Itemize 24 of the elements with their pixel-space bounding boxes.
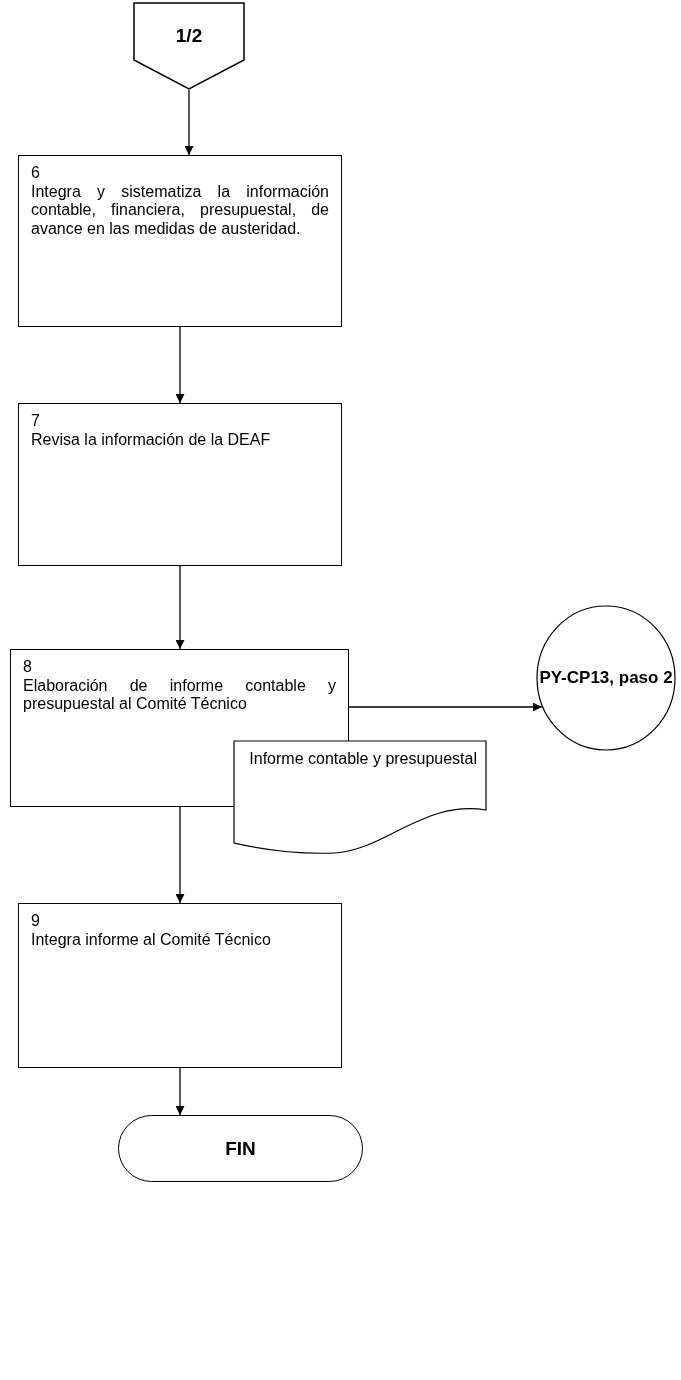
step-text: Revisa la información de la DEAF bbox=[31, 430, 272, 449]
arrow bbox=[175, 326, 185, 404]
step-text: Elaboración de informe contable y presupuestal al Comité Técnico bbox=[23, 676, 336, 714]
step-text: FIN bbox=[225, 1136, 256, 1161]
arrow bbox=[175, 806, 185, 904]
connector-circle bbox=[536, 605, 676, 751]
step-text: Integra y sistematiza la información contable, financiera, presupuestal, de avance en las medidas de austeridad. bbox=[31, 182, 329, 238]
step-number: 6 bbox=[31, 164, 41, 183]
arrow bbox=[175, 1067, 185, 1116]
document-shape bbox=[233, 740, 487, 855]
process-box bbox=[18, 903, 342, 1068]
step-text: Integra informe al Comité Técnico bbox=[31, 930, 272, 949]
arrow bbox=[175, 565, 185, 650]
step-number: 7 bbox=[31, 412, 41, 431]
step-text: PY-CP13, paso 2 bbox=[539, 667, 673, 689]
step-text: 1/2 bbox=[175, 24, 203, 48]
process-box bbox=[18, 155, 342, 327]
step-number: 9 bbox=[31, 912, 41, 931]
step-text: Informe contable y presupuestal bbox=[249, 750, 477, 769]
step-number: 8 bbox=[23, 658, 33, 677]
arrow bbox=[184, 89, 194, 156]
off-page-connector bbox=[133, 2, 245, 90]
process-box bbox=[18, 403, 342, 566]
arrow bbox=[348, 702, 543, 712]
